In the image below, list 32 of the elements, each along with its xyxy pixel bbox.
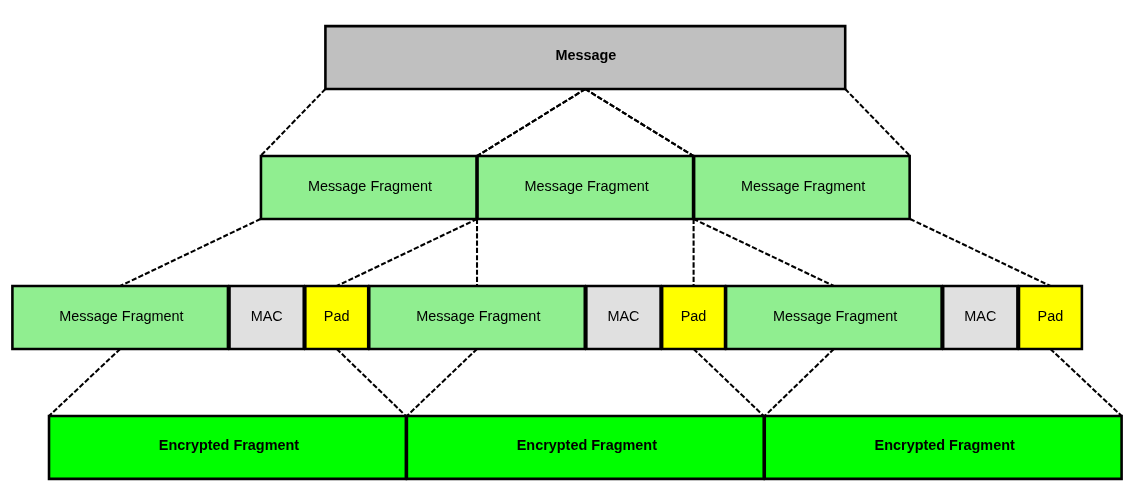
node-box: Encrypted Fragment xyxy=(47,414,408,480)
connector xyxy=(764,347,835,417)
node-box: MAC xyxy=(941,284,1019,350)
connector xyxy=(1049,347,1123,417)
node-box: Pad xyxy=(1017,284,1084,350)
node-box: Message Fragment xyxy=(724,284,943,350)
connector xyxy=(692,218,695,286)
node-box: MAC xyxy=(585,284,662,350)
node-box: Encrypted Fragment xyxy=(405,414,765,480)
node-box: Message Fragment xyxy=(692,154,911,220)
node-box: Message Fragment xyxy=(367,284,587,350)
node-box: Message Fragment xyxy=(476,154,695,220)
connector xyxy=(259,87,327,157)
connector xyxy=(844,87,911,157)
connector xyxy=(48,347,121,417)
connector xyxy=(692,347,765,417)
connector xyxy=(584,87,695,157)
connector xyxy=(476,87,586,157)
connector xyxy=(336,217,478,287)
node-box: Message Fragment xyxy=(11,284,230,350)
connector xyxy=(119,217,261,287)
node-box: Encrypted Fragment xyxy=(763,414,1123,480)
node-box: MAC xyxy=(228,284,306,350)
connector xyxy=(336,347,407,417)
connector xyxy=(693,217,835,287)
connector xyxy=(476,218,479,286)
node-box: Pad xyxy=(660,284,727,350)
node-box: Pad xyxy=(304,284,370,350)
node-box: Message Fragment xyxy=(259,154,478,220)
connector xyxy=(406,347,478,417)
node-box: Message xyxy=(324,24,847,90)
connector xyxy=(909,217,1051,287)
